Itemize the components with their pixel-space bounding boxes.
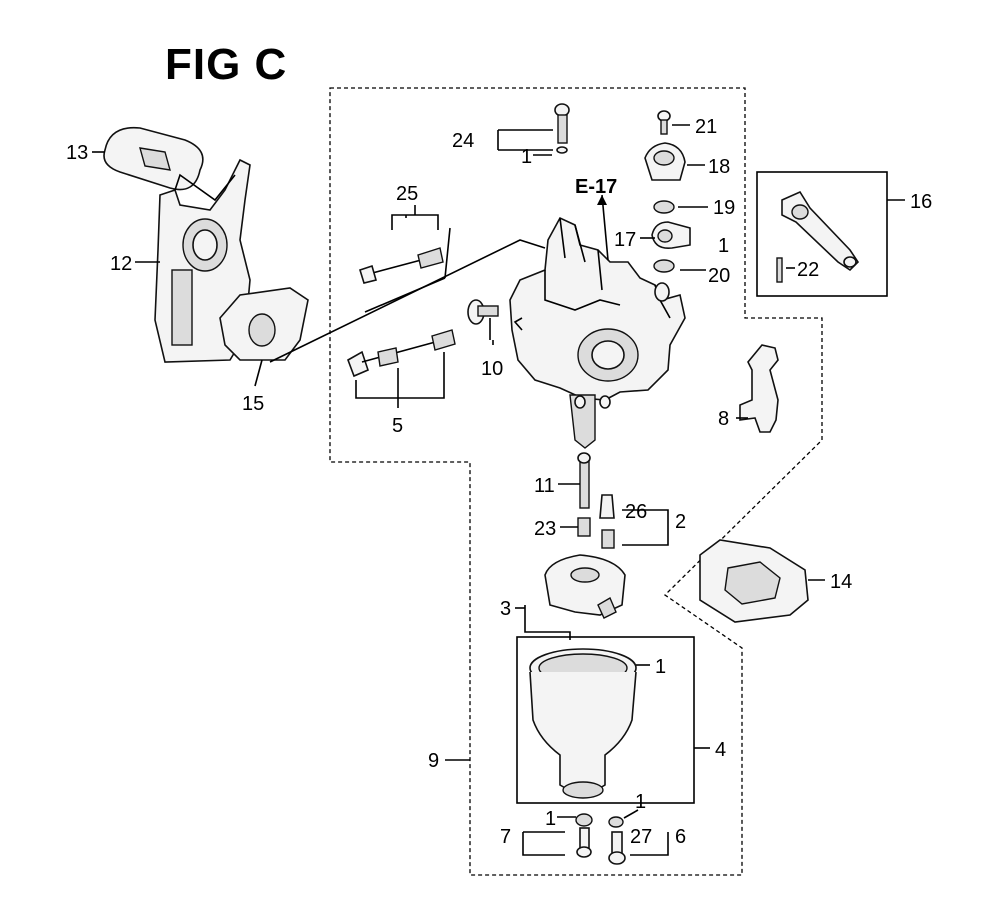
- carburetor-assembly-outline: [329, 87, 823, 876]
- holder-17: [651, 221, 691, 250]
- gasket-leader-line: [269, 239, 546, 363]
- callout-10: 10: [481, 358, 503, 380]
- float-chamber-bowl-9: [529, 648, 637, 799]
- reference-arrow: [597, 195, 607, 205]
- reference-e17: E-17: [575, 176, 617, 198]
- carburetor-body: [509, 216, 686, 449]
- callout-19: 19: [713, 197, 735, 219]
- spring-19: [653, 200, 675, 214]
- bowl-bracket: [516, 636, 695, 804]
- callout-25: 25: [396, 183, 418, 205]
- float-3: [524, 554, 626, 640]
- leader-lines: [92, 124, 905, 819]
- callout-16: 16: [910, 191, 932, 213]
- callout-7: 7: [500, 826, 511, 848]
- callout-23: 23: [534, 518, 556, 540]
- callout-12: 12: [110, 253, 132, 275]
- screw-24: [497, 103, 570, 154]
- gasket-14: [699, 539, 809, 623]
- callout-1b: 1: [718, 235, 729, 257]
- spring-23: [577, 517, 591, 537]
- pilot-screw-set-5: [347, 329, 456, 408]
- callout-1c: 1: [655, 656, 666, 678]
- callout-5: 5: [392, 415, 403, 437]
- intake-gasket-13: [103, 126, 204, 191]
- callout-15: 15: [242, 393, 264, 415]
- bracket-8: [739, 344, 779, 433]
- callout-8: 8: [718, 408, 729, 430]
- pin-22: [776, 257, 783, 283]
- callout-2: 2: [675, 511, 686, 533]
- drain-screw-7: [522, 813, 593, 858]
- washer-20: [653, 259, 675, 273]
- lever-16: [781, 190, 860, 272]
- needle-11: [577, 452, 591, 509]
- callout-27: 27: [630, 826, 652, 848]
- callout-13: 13: [66, 142, 88, 164]
- figure-title: FIG C: [165, 40, 288, 89]
- callout-21: 21: [695, 116, 717, 138]
- cap-18: [644, 142, 686, 181]
- callout-3: 3: [500, 598, 511, 620]
- jet-set-2: [599, 494, 669, 549]
- screw-set-25: [359, 205, 451, 313]
- callout-1e: 1: [545, 808, 556, 830]
- callout-6: 6: [675, 826, 686, 848]
- callout-26: 26: [625, 501, 647, 523]
- callout-11: 11: [534, 475, 555, 497]
- callout-17: 17: [614, 229, 636, 251]
- screw-21: [657, 110, 671, 135]
- callout-20: 20: [708, 265, 730, 287]
- callout-18: 18: [708, 156, 730, 178]
- callout-22: 22: [797, 259, 819, 281]
- carburetor-gasket-15: [219, 287, 309, 361]
- bracket-16: [756, 171, 888, 297]
- bolt-6: [608, 816, 669, 865]
- callout-4: 4: [715, 739, 726, 761]
- callout-1a: 1: [521, 146, 532, 168]
- callout-14: 14: [830, 571, 852, 593]
- callout-9: 9: [428, 750, 439, 772]
- callout-24: 24: [452, 130, 474, 152]
- screw-10: [467, 299, 499, 340]
- callout-1d: 1: [635, 791, 646, 813]
